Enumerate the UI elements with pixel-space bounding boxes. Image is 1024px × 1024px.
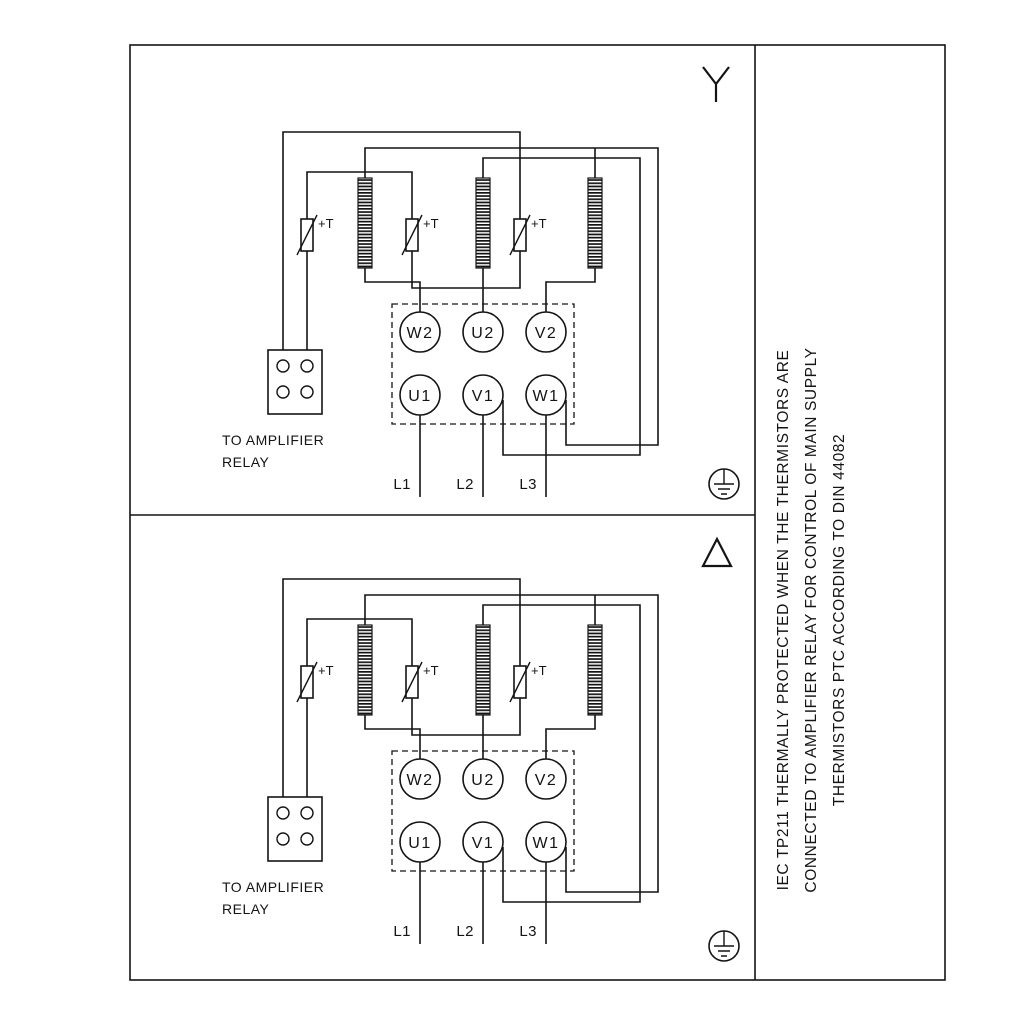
thermistor-label: +T bbox=[531, 216, 547, 231]
terminal-circle bbox=[462, 821, 504, 863]
terminal-circle bbox=[462, 311, 504, 353]
terminal-circle bbox=[525, 374, 567, 416]
terminal-label: U1 bbox=[408, 388, 431, 405]
amplifier-relay-label: TO AMPLIFIER bbox=[222, 432, 324, 448]
terminal-label: V2 bbox=[535, 325, 558, 342]
side-note-panel: IEC TP211 THERMALLY PROTECTED WHEN THE T… bbox=[775, 347, 848, 892]
supply-label: L3 bbox=[519, 923, 537, 940]
thermistor-icon bbox=[509, 661, 531, 703]
terminal-label: W1 bbox=[533, 835, 560, 852]
amplifier-relay-label: RELAY bbox=[222, 901, 270, 917]
winding-bar bbox=[587, 177, 603, 269]
star-connection-icon bbox=[702, 66, 730, 102]
thermistor-icon bbox=[296, 661, 318, 703]
terminal-block-outline bbox=[391, 750, 575, 872]
terminal-label: V2 bbox=[535, 772, 558, 789]
amplifier-relay-label: RELAY bbox=[222, 454, 270, 470]
amplifier-relay-label: TO AMPLIFIER bbox=[222, 879, 324, 895]
relay-terminal-pin bbox=[276, 385, 290, 399]
terminal-label: W2 bbox=[407, 325, 434, 342]
winding-bar bbox=[475, 177, 491, 269]
outer-border bbox=[129, 44, 946, 981]
supply-lines bbox=[419, 862, 547, 944]
terminal-label: W2 bbox=[407, 772, 434, 789]
winding-bar bbox=[357, 177, 373, 269]
thermistor-icon bbox=[296, 214, 318, 256]
terminal-block-outline bbox=[391, 303, 575, 425]
relay-terminal-pin bbox=[300, 359, 314, 373]
delta-connection-icon bbox=[701, 536, 733, 568]
terminal-circle bbox=[462, 758, 504, 800]
thermistor-label: +T bbox=[423, 663, 439, 678]
terminal-circle bbox=[399, 758, 441, 800]
panel-delta: +T +T +T W2 U2 V2 U1 V1 W1 bbox=[222, 578, 659, 944]
relay-terminal-pin bbox=[300, 806, 314, 820]
relay-terminal-pin bbox=[300, 832, 314, 846]
terminal-circle bbox=[462, 374, 504, 416]
supply-label: L2 bbox=[456, 923, 474, 940]
terminal-circle bbox=[399, 374, 441, 416]
thermistor-label: +T bbox=[531, 663, 547, 678]
thermistor-label: +T bbox=[318, 663, 334, 678]
terminal-circle bbox=[399, 311, 441, 353]
side-note-line: CONNECTED TO AMPLIFIER RELAY FOR CONTROL… bbox=[803, 347, 820, 892]
terminal-label: V1 bbox=[472, 835, 495, 852]
panel-star: +T +T +T W2 U2 V2 U1 V1 W1 bbox=[222, 131, 659, 497]
supply-label: L1 bbox=[393, 476, 411, 493]
relay-terminal-pin bbox=[300, 385, 314, 399]
supply-label: L1 bbox=[393, 923, 411, 940]
thermistor-icon bbox=[509, 214, 531, 256]
terminal-label: V1 bbox=[472, 388, 495, 405]
panel-wiring bbox=[282, 578, 659, 903]
thermistor-icon bbox=[401, 214, 423, 256]
supply-lines bbox=[419, 415, 547, 497]
terminal-circle bbox=[399, 821, 441, 863]
terminal-circle bbox=[525, 311, 567, 353]
side-note-line: THERMISTORS PTC ACCORDING TO DIN 44082 bbox=[831, 434, 848, 807]
winding-bar bbox=[587, 624, 603, 716]
terminal-circle bbox=[525, 758, 567, 800]
thermistor-icon bbox=[401, 661, 423, 703]
terminal-label: U1 bbox=[408, 835, 431, 852]
thermistor-label: +T bbox=[318, 216, 334, 231]
relay-terminal-block bbox=[267, 796, 323, 862]
terminal-circle bbox=[525, 821, 567, 863]
terminal-label: U2 bbox=[471, 325, 494, 342]
side-note-line: IEC TP211 THERMALLY PROTECTED WHEN THE T… bbox=[775, 350, 792, 891]
relay-terminal-pin bbox=[276, 359, 290, 373]
terminal-label: U2 bbox=[471, 772, 494, 789]
relay-terminal-pin bbox=[276, 832, 290, 846]
earth-ground-icon bbox=[708, 468, 740, 500]
supply-label: L3 bbox=[519, 476, 537, 493]
winding-bar bbox=[475, 624, 491, 716]
supply-label: L2 bbox=[456, 476, 474, 493]
relay-terminal-block bbox=[267, 349, 323, 415]
thermistor-label: +T bbox=[423, 216, 439, 231]
terminal-label: W1 bbox=[533, 388, 560, 405]
winding-bar bbox=[357, 624, 373, 716]
earth-ground-icon bbox=[708, 930, 740, 962]
relay-terminal-pin bbox=[276, 806, 290, 820]
panel-wiring bbox=[282, 131, 659, 456]
